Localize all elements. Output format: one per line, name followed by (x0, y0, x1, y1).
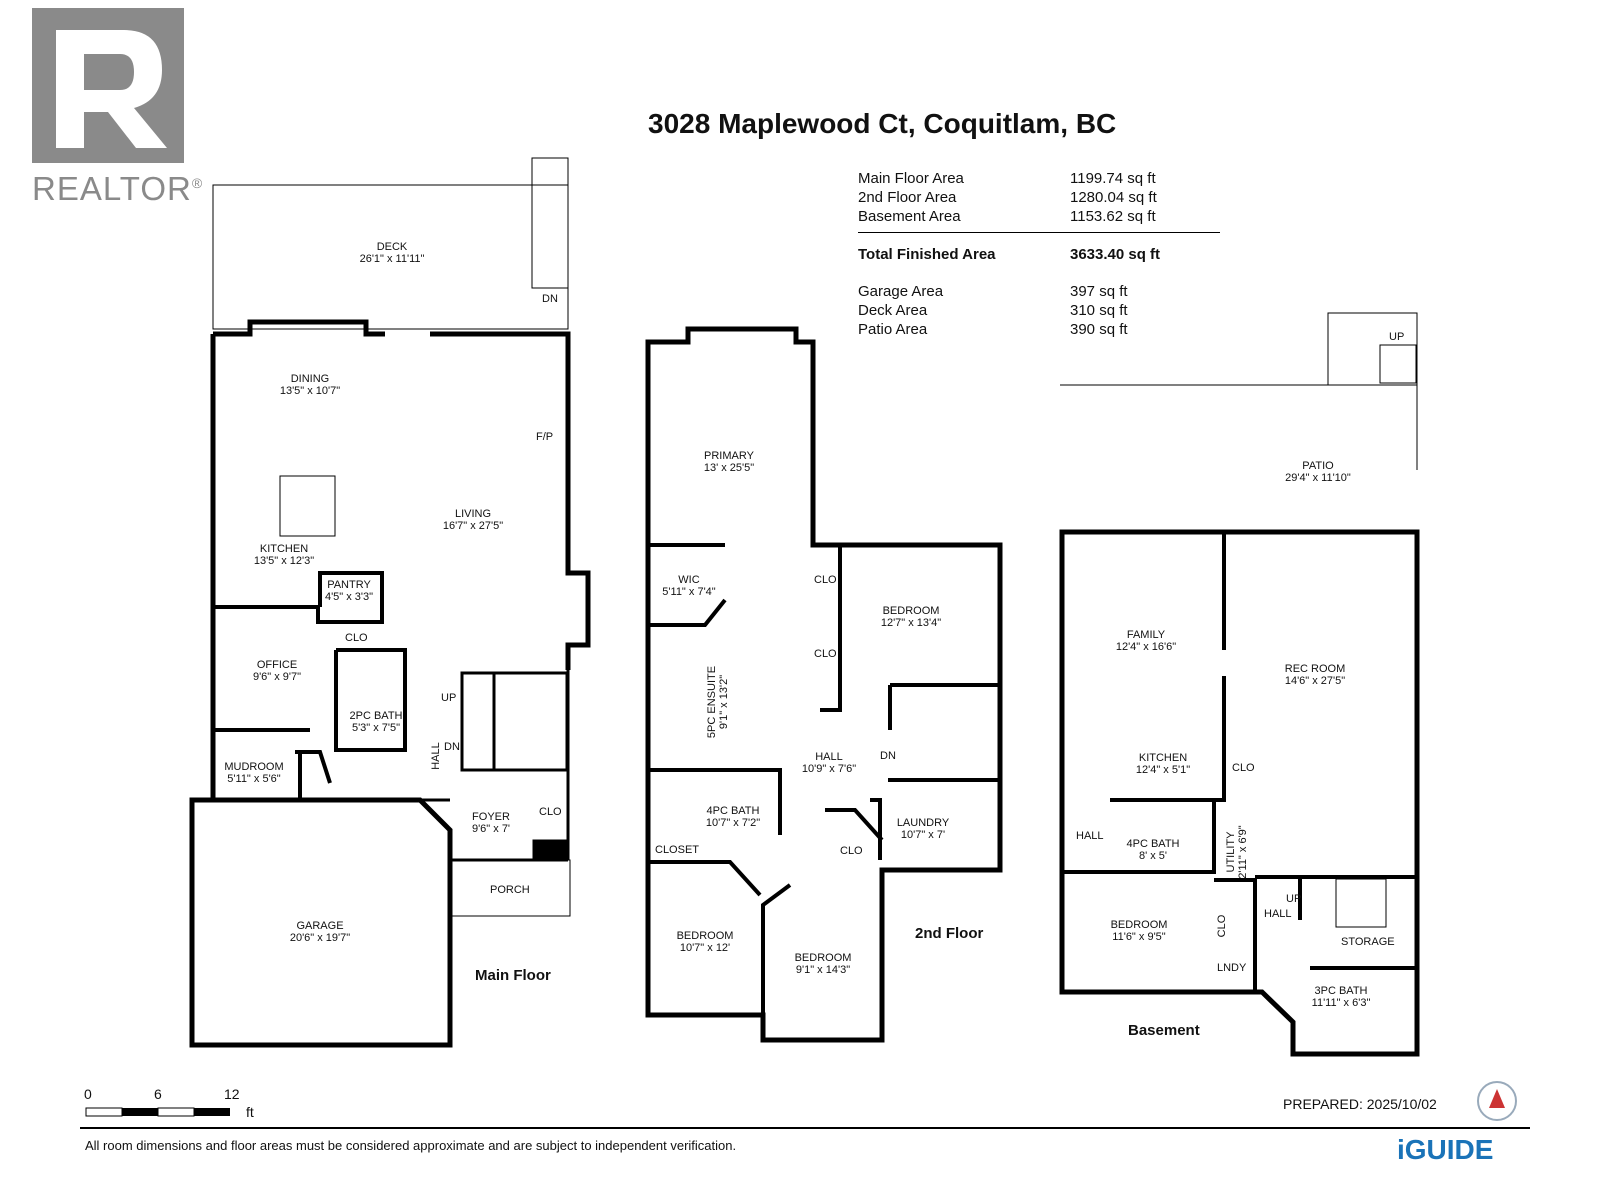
basement-walls (1059, 312, 1420, 1057)
storage-tag: STORAGE (1341, 936, 1395, 948)
floor-title-second: 2nd Floor (915, 925, 984, 942)
closet-tag: CLOSET (655, 844, 700, 856)
divider (858, 232, 1220, 233)
page-title: 3028 Maplewood Ct, Coquitlam, BC (648, 108, 1117, 139)
closet-tag: CLO (1216, 914, 1228, 938)
hall-tag: HALL (1076, 830, 1104, 842)
floor-title-main: Main Floor (475, 967, 551, 984)
scale-tick: 0 (84, 1086, 92, 1102)
realtor-logo (32, 8, 184, 163)
second-floor-walls (645, 326, 1003, 1043)
scale-tick: 12 (224, 1086, 240, 1102)
area-value: 1153.62 sq ft (1070, 208, 1156, 225)
stairs-down-tag: DN (880, 750, 896, 762)
closet-tag: CLO (539, 806, 562, 818)
stairs-down-tag: DN (542, 293, 558, 305)
hall-tag: HALL (430, 742, 442, 770)
floor-title-basement: Basement (1128, 1022, 1200, 1039)
total-area-label: Total Finished Area (858, 246, 996, 263)
closet-tag: CLO (345, 632, 368, 644)
scale-tick: 6 (154, 1086, 162, 1102)
area-label: Basement Area (858, 208, 961, 225)
area-label: Patio Area (858, 321, 928, 338)
area-value: 1199.74 sq ft (1070, 170, 1156, 187)
area-label: Main Floor Area (858, 170, 964, 187)
north-compass-icon (1477, 1081, 1517, 1121)
scale-unit: ft (246, 1104, 254, 1120)
disclaimer: All room dimensions and floor areas must… (85, 1138, 737, 1153)
area-label: Deck Area (858, 302, 928, 319)
area-label: 2nd Floor Area (858, 189, 957, 206)
closet-tag: CLO (814, 574, 837, 586)
stairs-up-tag: UP (1286, 893, 1302, 905)
stairs-up-tag: UP (1389, 331, 1405, 343)
area-value: 390 sq ft (1070, 321, 1128, 338)
laundry-tag: LNDY (1217, 962, 1247, 974)
iguide-logo: iGUIDE (1397, 1134, 1494, 1165)
total-area-value: 3633.40 sq ft (1070, 246, 1161, 263)
fireplace-tag: F/P (536, 431, 554, 443)
prepared-date: PREPARED: 2025/10/02 (1283, 1096, 1437, 1112)
main-floor-walls (189, 157, 591, 1048)
stairs-down-tag: DN (444, 741, 460, 753)
closet-tag: CLO (1232, 762, 1255, 774)
closet-tag: CLO (840, 845, 863, 857)
area-value: 310 sq ft (1070, 302, 1128, 319)
area-value: 397 sq ft (1070, 283, 1128, 300)
porch-tag: PORCH (490, 884, 530, 896)
stairs-up-tag: UP (441, 692, 457, 704)
area-label: Garage Area (858, 283, 944, 300)
hall-tag: HALL (1264, 908, 1292, 920)
area-value: 1280.04 sq ft (1070, 189, 1157, 206)
realtor-wordmark: REALTOR® (32, 170, 204, 207)
scale-bar (85, 1107, 230, 1117)
closet-tag: CLO (814, 648, 837, 660)
